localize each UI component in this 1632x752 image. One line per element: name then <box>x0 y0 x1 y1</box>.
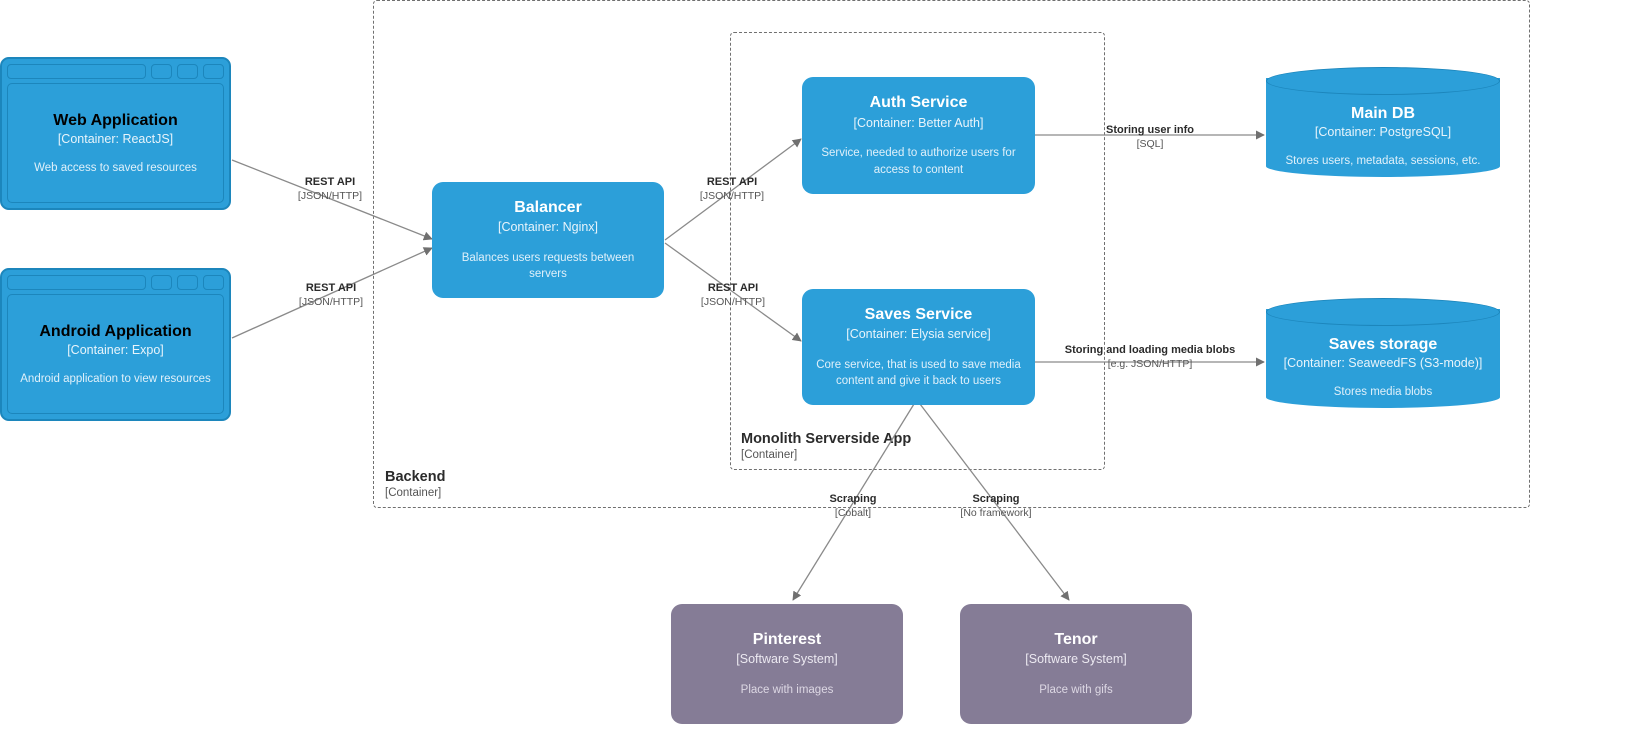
boundary-backend-name: Backend <box>385 469 446 485</box>
node-title: Main DB <box>1351 105 1415 122</box>
node-title: Saves Service <box>864 305 973 323</box>
node-balancer[interactable]: Balancer [Container: Nginx] Balances use… <box>432 182 664 298</box>
node-technology: [Container: Nginx] <box>497 220 599 235</box>
boundary-monolith-label: Monolith Serverside App [Container] <box>741 430 911 463</box>
node-description: Web access to saved resources <box>34 162 197 174</box>
edge-label-name: Storing and loading media blobs <box>1064 344 1236 356</box>
edge-label-saves-to-storage: Storing and loading media blobs [e.g. JS… <box>1065 344 1236 371</box>
browser-button-minimize <box>151 275 172 290</box>
node-technology: [Container: Expo] <box>67 343 164 357</box>
edge-label-auth-to-maindb: Storing user info [SQL] <box>1106 124 1194 151</box>
node-description: Android application to view resources <box>20 373 211 385</box>
node-description: Place with gifs <box>1039 683 1113 696</box>
node-description: Service, needed to authorize users for a… <box>821 147 1016 176</box>
edge-label-name: REST API <box>707 282 759 294</box>
node-description: Core service, that is used to save media… <box>816 358 1021 388</box>
node-title: Tenor <box>1054 630 1098 648</box>
node-technology: [Container: SeaweedFS (S3-mode)] <box>1283 356 1483 370</box>
cylinder-text: Main DB [Container: PostgreSQL] Stores u… <box>1266 95 1500 177</box>
edge-label-tech: [Cobalt] <box>834 506 872 519</box>
node-tenor[interactable]: Tenor [Software System] Place with gifs <box>960 604 1192 724</box>
node-technology: [Software System] <box>1025 652 1127 667</box>
node-description: Balances users requests between servers <box>461 251 635 281</box>
browser-viewport: Web Application [Container: ReactJS] Web… <box>7 83 224 203</box>
edge-label-tech: [JSON/HTTP] <box>297 189 363 202</box>
boundary-monolith-tech: [Container] <box>741 449 798 462</box>
edge-label-web-to-balancer: REST API [JSON/HTTP] <box>298 176 362 203</box>
browser-viewport: Android Application [Container: Expo] An… <box>7 294 224 414</box>
boundary-monolith-name: Monolith Serverside App <box>741 431 912 447</box>
node-title: Android Application <box>39 323 192 340</box>
edge-label-tech: [JSON/HTTP] <box>699 189 765 202</box>
browser-chrome <box>7 64 224 79</box>
node-main-db[interactable]: Main DB [Container: PostgreSQL] Stores u… <box>1266 67 1500 177</box>
edge-balancer-to-saves <box>664 242 802 342</box>
edge-label-balancer-to-saves: REST API [JSON/HTTP] <box>701 282 765 309</box>
cylinder-text: Saves storage [Container: SeaweedFS (S3-… <box>1266 326 1500 408</box>
browser-button-minimize <box>151 64 172 79</box>
edge-label-name: Scraping <box>972 493 1020 505</box>
edge-label-tech: [e.g. JSON/HTTP] <box>1107 357 1193 370</box>
boundary-backend <box>373 0 1530 508</box>
node-title: Auth Service <box>869 94 968 112</box>
edge-label-tech: [SQL] <box>1136 137 1164 150</box>
edge-label-name: Storing user info <box>1106 124 1194 136</box>
node-saves-service[interactable]: Saves Service [Container: Elysia service… <box>802 289 1035 405</box>
edge-label-balancer-to-auth: REST API [JSON/HTTP] <box>700 176 764 203</box>
node-android-application[interactable]: Android Application [Container: Expo] An… <box>0 268 231 421</box>
node-auth-service[interactable]: Auth Service [Container: Better Auth] Se… <box>802 77 1035 194</box>
browser-address-bar <box>7 64 146 79</box>
boundary-backend-label: Backend [Container] <box>385 468 445 501</box>
node-pinterest[interactable]: Pinterest [Software System] Place with i… <box>671 604 903 724</box>
node-web-application[interactable]: Web Application [Container: ReactJS] Web… <box>0 57 231 210</box>
node-saves-storage[interactable]: Saves storage [Container: SeaweedFS (S3-… <box>1266 298 1500 408</box>
edge-saves-to-pinterest <box>792 403 915 601</box>
node-title: Balancer <box>514 198 582 216</box>
browser-button-maximize <box>177 275 198 290</box>
edge-label-tech: [No framework] <box>960 506 1032 519</box>
edge-label-saves-to-tenor: Scraping [No framework] <box>960 493 1031 520</box>
boundary-monolith <box>730 32 1105 470</box>
cylinder-top-ellipse <box>1266 298 1500 326</box>
node-title: Pinterest <box>752 630 822 648</box>
browser-button-maximize <box>177 64 198 79</box>
node-title: Web Application <box>53 112 178 129</box>
edge-label-name: REST API <box>706 176 758 188</box>
edge-balancer-to-auth <box>664 138 802 241</box>
node-title: Saves storage <box>1328 336 1438 353</box>
node-technology: [Software System] <box>736 652 838 667</box>
node-description: Stores users, metadata, sessions, etc. <box>1285 155 1481 167</box>
node-technology: [Container: ReactJS] <box>57 132 174 146</box>
browser-address-bar <box>7 275 146 290</box>
node-technology: [Container: Better Auth] <box>853 115 984 130</box>
node-technology: [Container: Elysia service] <box>846 327 991 342</box>
edge-label-name: Scraping <box>829 493 877 505</box>
edge-saves-to-tenor <box>919 403 1070 601</box>
edge-label-tech: [JSON/HTTP] <box>298 295 364 308</box>
edge-label-name: REST API <box>305 282 357 294</box>
browser-button-close <box>203 275 224 290</box>
node-description: Stores media blobs <box>1333 386 1433 398</box>
edge-android-to-balancer <box>231 247 433 339</box>
boundary-backend-tech: [Container] <box>385 487 442 500</box>
edge-label-tech: [JSON/HTTP] <box>700 295 766 308</box>
edge-label-saves-to-pinterest: Scraping [Cobalt] <box>829 493 876 520</box>
browser-button-close <box>203 64 224 79</box>
edge-label-android-to-balancer: REST API [JSON/HTTP] <box>299 282 363 309</box>
node-description: Place with images <box>740 683 834 696</box>
browser-chrome <box>7 275 224 290</box>
node-technology: [Container: PostgreSQL] <box>1314 125 1452 139</box>
edge-web-to-balancer <box>231 159 433 241</box>
edge-label-name: REST API <box>304 176 356 188</box>
cylinder-top-ellipse <box>1266 67 1500 95</box>
